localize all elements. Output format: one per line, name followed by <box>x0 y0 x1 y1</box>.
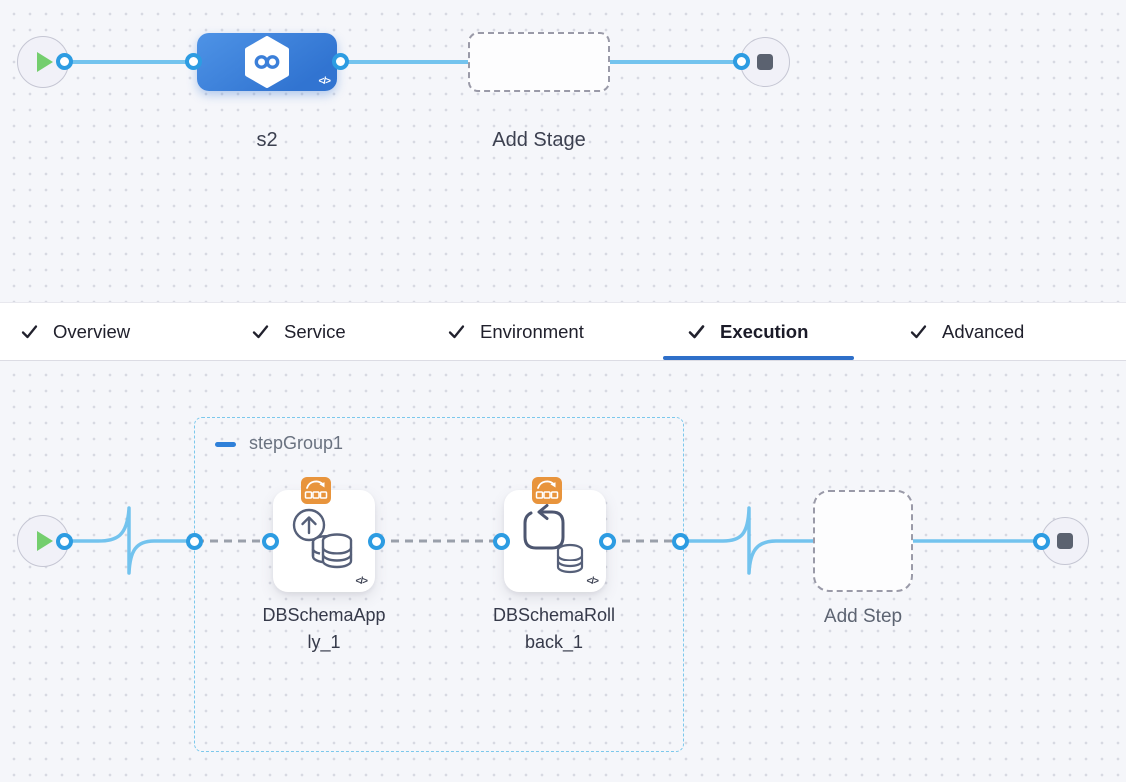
tab-environment[interactable]: Environment <box>447 303 584 360</box>
check-icon <box>448 325 465 339</box>
active-tab-indicator <box>663 356 854 360</box>
play-icon <box>37 531 53 551</box>
connector-point[interactable] <box>186 533 203 550</box>
connector-point[interactable] <box>733 53 750 70</box>
check-icon <box>910 325 927 339</box>
harness-logo-icon <box>245 36 289 88</box>
connector-point[interactable] <box>56 533 73 550</box>
tab-execution[interactable]: Execution <box>687 303 808 360</box>
tab-overview[interactable]: Overview <box>20 303 130 360</box>
code-icon[interactable]: </> <box>318 76 332 87</box>
connector-point[interactable] <box>599 533 616 550</box>
db-schema-apply-icon <box>292 508 353 569</box>
add-step-button[interactable] <box>813 490 913 592</box>
step1-label: DBSchemaApply_1 <box>262 605 386 652</box>
connector-point[interactable] <box>1033 533 1050 550</box>
execution-canvas: stepGroup1 <box>0 361 1126 782</box>
plus-icon <box>527 50 551 74</box>
connector-point[interactable] <box>672 533 689 550</box>
step2-label: DBSchemaRollback_1 <box>492 605 616 652</box>
add-stage-label: Add Stage <box>492 129 586 151</box>
step-group-label[interactable]: stepGroup1 <box>249 433 344 453</box>
edge-group-to-addstep[interactable] <box>679 506 815 575</box>
add-step-label: Add Step <box>823 606 903 627</box>
connector-point[interactable] <box>56 53 73 70</box>
plus-icon <box>851 529 875 553</box>
connector-point[interactable] <box>368 533 385 550</box>
code-icon[interactable]: </> <box>586 576 600 587</box>
cloud-deploy-icon <box>535 480 559 499</box>
connector-point[interactable] <box>332 53 349 70</box>
execution-edges <box>63 506 1044 575</box>
collapse-group-icon[interactable] <box>215 442 236 447</box>
db-schema-rollback-icon <box>523 504 584 574</box>
connector-point[interactable] <box>185 53 202 70</box>
check-icon <box>252 325 269 339</box>
edge-start-to-group[interactable] <box>63 506 198 575</box>
stage-node-s2[interactable]: </> <box>197 33 337 91</box>
step2-provider-badge <box>532 477 562 504</box>
step-group-box[interactable] <box>194 417 684 752</box>
stage-edges <box>63 60 744 64</box>
tab-bar: Overview Service Environment Execution A… <box>0 302 1126 361</box>
stop-icon <box>1057 533 1073 549</box>
tab-advanced[interactable]: Advanced <box>909 303 1024 360</box>
tab-service[interactable]: Service <box>251 303 346 360</box>
check-icon <box>688 325 705 339</box>
stage-canvas: </> s2 Add Stage <box>0 0 1126 302</box>
code-icon[interactable]: </> <box>355 576 369 587</box>
cloud-deploy-icon <box>304 480 328 499</box>
check-icon <box>21 325 38 339</box>
add-stage-button[interactable] <box>468 32 610 92</box>
connector-point[interactable] <box>493 533 510 550</box>
step-node-dbschemarollback[interactable]: </> <box>504 490 606 592</box>
connector-point[interactable] <box>262 533 279 550</box>
stage-node-label: s2 <box>256 129 278 151</box>
step-node-dbschemaapply[interactable]: </> <box>273 490 375 592</box>
play-icon <box>37 52 53 72</box>
step1-provider-badge <box>301 477 331 504</box>
stop-icon <box>757 54 773 70</box>
